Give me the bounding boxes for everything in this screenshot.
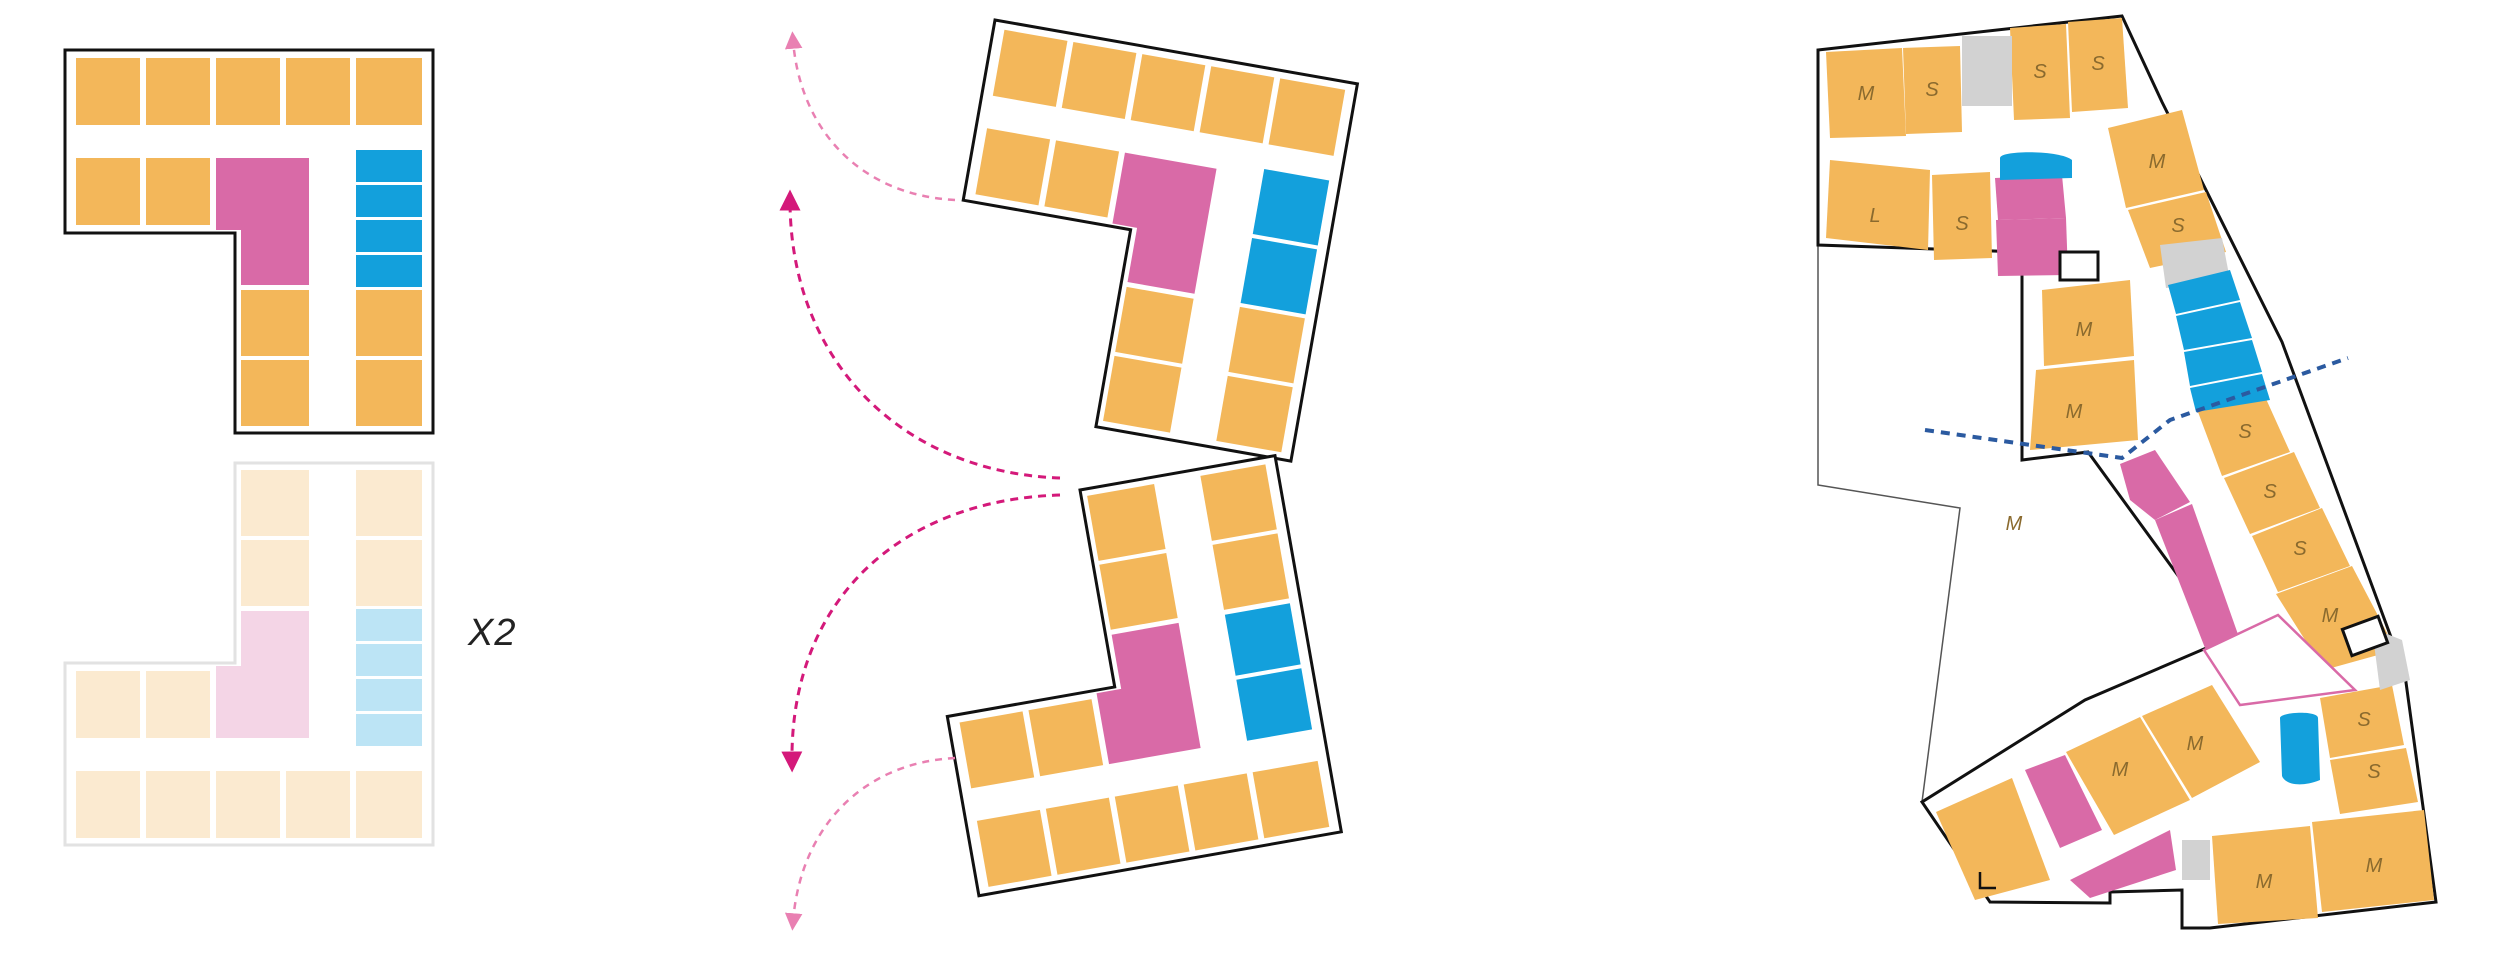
elevator — [2340, 614, 2390, 658]
apartment-unit — [356, 290, 422, 356]
room-label: M — [2149, 151, 2166, 173]
apartment-unit — [286, 58, 350, 125]
arrow-light-bottom — [784, 756, 956, 931]
cut-line — [1924, 356, 2349, 461]
apartment-unit — [356, 360, 422, 426]
apartment-unit — [356, 58, 422, 125]
room-label: M — [2366, 855, 2383, 877]
room-label: S — [2293, 538, 2307, 560]
room-label: M — [2256, 871, 2273, 893]
apartment-unit — [146, 58, 210, 125]
room-label: S — [2357, 709, 2371, 731]
room-label: M — [2187, 733, 2204, 755]
room-label: L — [1869, 205, 1880, 227]
room-label: M — [2066, 401, 2083, 423]
apartment-unit — [76, 58, 140, 125]
apartment-unit — [76, 158, 140, 225]
arrow-dark-bottom — [781, 493, 1061, 773]
site-outline — [1817, 245, 1961, 803]
room-label: S — [1925, 79, 1939, 101]
rotated-module-top — [961, 18, 1360, 463]
arrow-dark-top — [779, 189, 1061, 480]
room-label: S — [2238, 421, 2252, 443]
module-mirrored-ghost — [63, 461, 435, 847]
room-label: S — [1955, 213, 1969, 235]
room-label: S — [2367, 761, 2381, 783]
apartment-unit — [146, 158, 210, 225]
corner-mark — [1978, 872, 1996, 890]
void-area — [2202, 613, 2358, 707]
room-label: M — [2006, 513, 2023, 535]
floor-plan: M S S S M L S M S M M S S S M S M M S M … — [1816, 14, 2438, 930]
room-label: M — [2322, 605, 2339, 627]
elevator — [2058, 250, 2100, 282]
room-label: S — [2091, 53, 2105, 75]
multiplier-label: X2 — [468, 612, 517, 654]
apartment-unit — [216, 58, 280, 125]
arrow-light-top — [784, 31, 956, 202]
stair-core — [2182, 840, 2210, 880]
room-label: S — [2263, 481, 2277, 503]
module-l-block — [63, 48, 435, 435]
room-label: M — [1858, 83, 1875, 105]
stair-core — [1962, 36, 2012, 106]
room-label: M — [2112, 759, 2129, 781]
service-unit — [356, 220, 422, 252]
rotated-module-bottom — [945, 453, 1344, 898]
service-unit — [356, 255, 422, 287]
shared-space — [216, 158, 309, 285]
apartment-unit — [241, 290, 309, 356]
room-label: S — [2033, 61, 2047, 83]
service-unit — [356, 185, 422, 217]
apartment-unit — [241, 360, 309, 426]
service-unit — [356, 150, 422, 182]
rotation-arrows — [779, 31, 1061, 931]
room-label: M — [2076, 319, 2093, 341]
room-label: S — [2171, 215, 2185, 237]
